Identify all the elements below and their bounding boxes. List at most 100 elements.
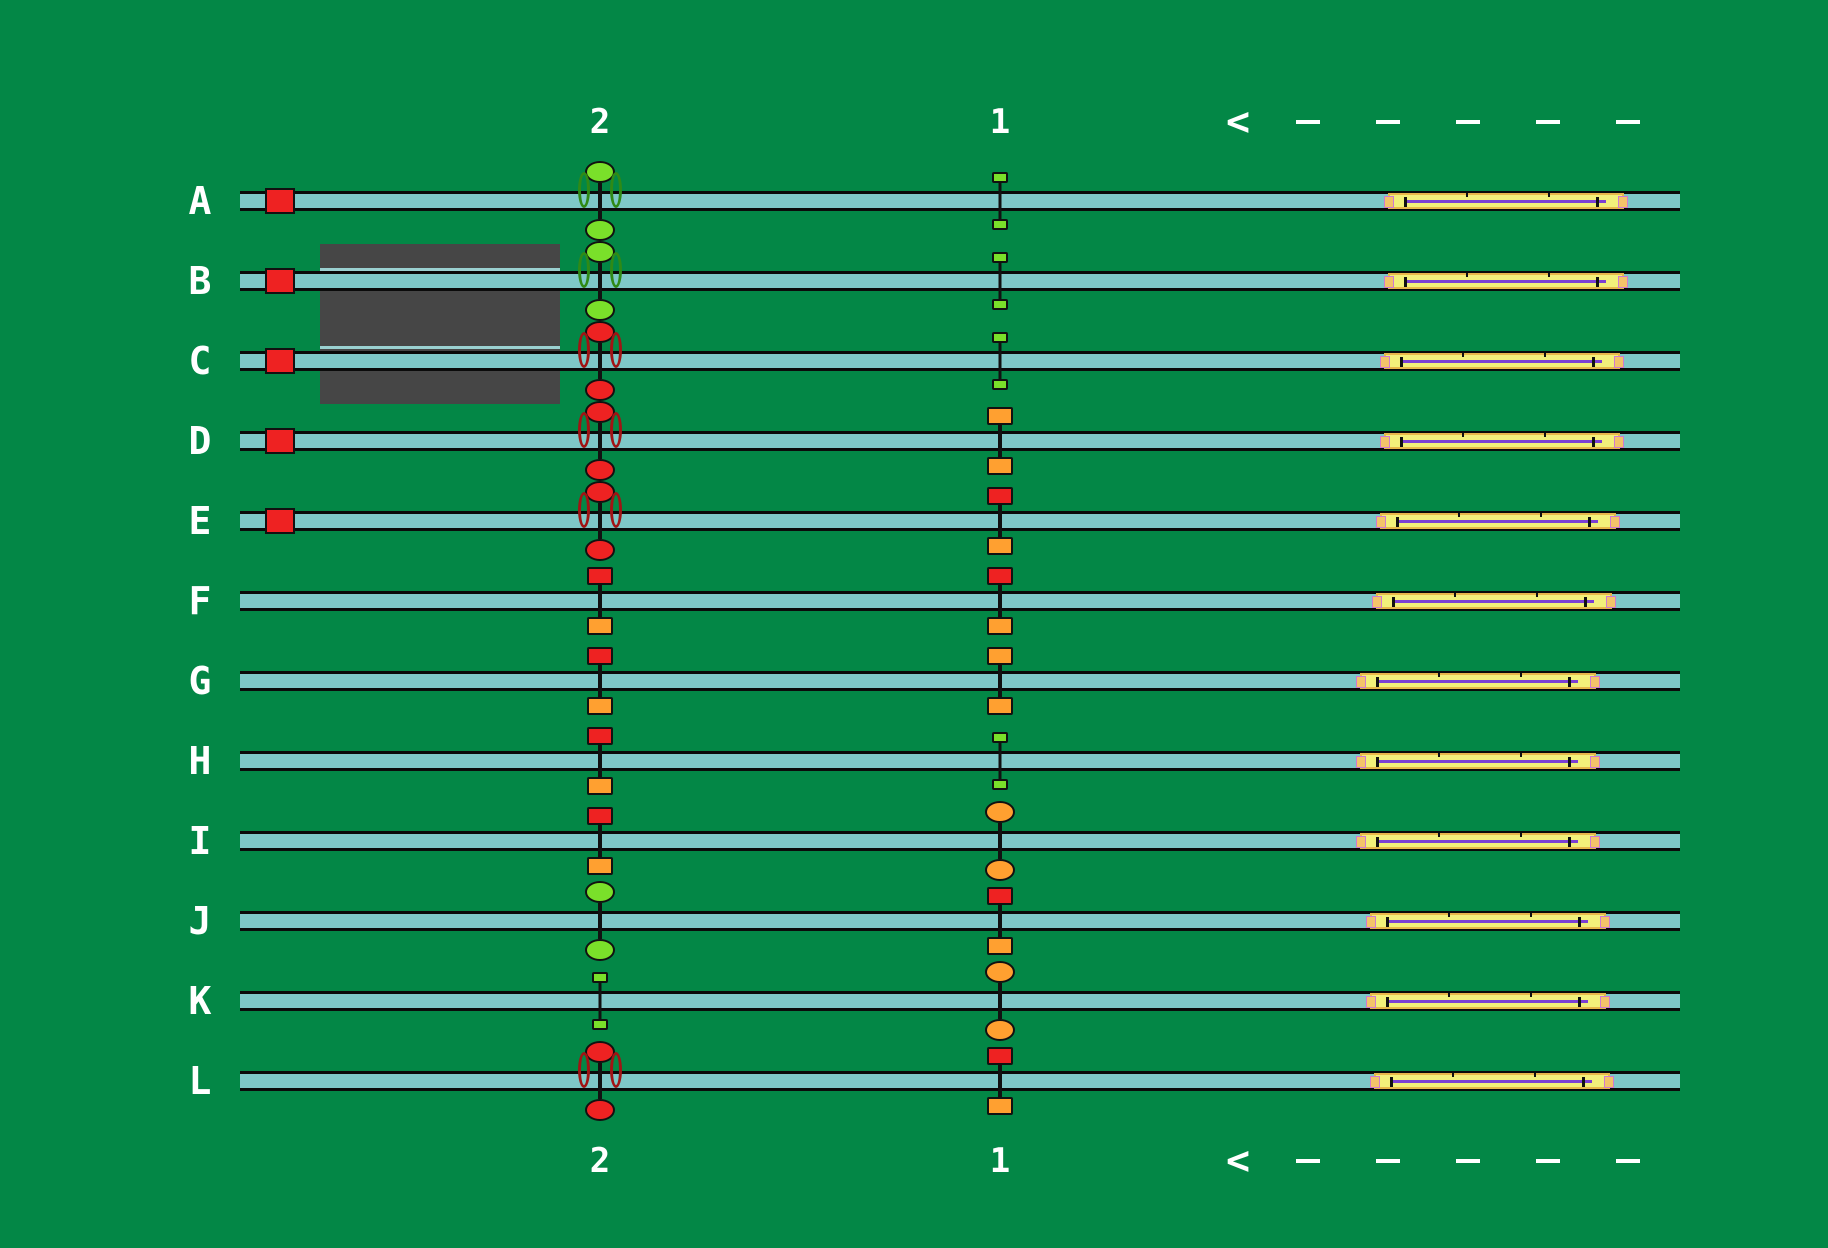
train-coupler: [1376, 677, 1379, 687]
signal-1[interactable]: [980, 732, 1020, 790]
train-icon[interactable]: [1366, 913, 1610, 929]
signal-2[interactable]: [578, 481, 622, 561]
train-nose-left: [1372, 596, 1382, 608]
train-icon[interactable]: [1384, 273, 1628, 289]
signal-2[interactable]: [578, 161, 622, 241]
signal-1-lower-lamp-icon: [992, 299, 1008, 310]
train-stripe: [1394, 600, 1594, 603]
train-coupler: [1396, 517, 1399, 527]
signal-1-upper-lamp-icon: [987, 647, 1013, 665]
train-stripe: [1402, 360, 1602, 363]
train-icon[interactable]: [1356, 673, 1600, 689]
signal-2[interactable]: [578, 401, 622, 481]
signal-2[interactable]: [580, 567, 620, 635]
train-icon[interactable]: [1376, 513, 1620, 529]
stop-marker[interactable]: [265, 428, 295, 454]
train-coupler: [1596, 277, 1599, 287]
stop-marker[interactable]: [265, 188, 295, 214]
signal-1[interactable]: [980, 567, 1020, 635]
train-icon[interactable]: [1372, 593, 1616, 609]
train-car-divider: [1530, 993, 1532, 997]
signal-1-upper-lamp-icon: [992, 172, 1008, 183]
platform-edge-line: [320, 268, 560, 271]
signal-2-lower-lamp-icon: [585, 379, 615, 401]
signal-1[interactable]: [980, 252, 1020, 310]
stop-marker[interactable]: [265, 348, 295, 374]
train-car-divider: [1454, 593, 1456, 597]
footer-dash-marker: [1536, 1159, 1560, 1163]
train-nose-left: [1356, 756, 1366, 768]
train-coupler: [1392, 597, 1395, 607]
signal-2-upper-lamp-icon: [585, 881, 615, 903]
train-car-divider: [1438, 753, 1440, 757]
stop-marker[interactable]: [265, 268, 295, 294]
signal-1-pole: [998, 263, 1002, 299]
signal-2-upper-lamp-icon: [587, 727, 613, 745]
train-nose-left: [1356, 676, 1366, 688]
signal-2-pole: [598, 1063, 602, 1099]
signal-2[interactable]: [580, 727, 620, 795]
signal-1[interactable]: [980, 487, 1020, 555]
train-coupler: [1568, 757, 1571, 767]
train-icon[interactable]: [1384, 193, 1628, 209]
train-car-divider: [1466, 273, 1468, 277]
train-nose-left: [1366, 996, 1376, 1008]
signal-1-lower-lamp-icon: [985, 859, 1015, 881]
signal-1[interactable]: [980, 887, 1020, 955]
train-car-divider: [1548, 193, 1550, 197]
train-stripe: [1392, 1080, 1592, 1083]
signal-1-pole: [998, 665, 1002, 697]
signal-1[interactable]: [980, 647, 1020, 715]
signal-1[interactable]: [980, 332, 1020, 390]
signal-2[interactable]: [580, 881, 620, 961]
signal-1-pole: [998, 505, 1002, 537]
train-icon[interactable]: [1370, 1073, 1614, 1089]
signal-2[interactable]: [578, 1041, 622, 1121]
train-car-divider: [1466, 193, 1468, 197]
stop-marker[interactable]: [265, 508, 295, 534]
signal-1-lower-lamp-icon: [987, 1097, 1013, 1115]
signal-2-pole: [598, 903, 602, 939]
signal-2[interactable]: [578, 321, 622, 401]
train-nose-right: [1590, 676, 1600, 688]
train-coupler: [1578, 997, 1581, 1007]
signal-2-wing-icon: [578, 252, 590, 288]
train-car-divider: [1530, 913, 1532, 917]
signal-1-pole: [998, 823, 1002, 859]
train-nose-right: [1606, 596, 1616, 608]
footer-dash-marker: [1296, 1159, 1320, 1163]
signal-1[interactable]: [980, 172, 1020, 230]
train-car-divider: [1448, 913, 1450, 917]
signal-1[interactable]: [980, 1047, 1020, 1115]
signal-1[interactable]: [980, 407, 1020, 475]
train-nose-left: [1370, 1076, 1380, 1088]
train-icon[interactable]: [1366, 993, 1610, 1009]
signal-2-wing-icon: [578, 332, 590, 368]
signal-1[interactable]: [980, 961, 1020, 1041]
train-nose-right: [1590, 756, 1600, 768]
signal-2-pole: [598, 423, 602, 459]
train-icon[interactable]: [1380, 353, 1624, 369]
signal-1-upper-lamp-icon: [992, 732, 1008, 743]
row-label: J: [188, 899, 212, 943]
train-coupler: [1400, 437, 1403, 447]
row-label: K: [188, 979, 212, 1023]
train-coupler: [1404, 277, 1407, 287]
signal-1-pole: [998, 743, 1002, 779]
signal-1[interactable]: [980, 801, 1020, 881]
signal-1-lower-lamp-icon: [992, 379, 1008, 390]
signal-2[interactable]: [578, 241, 622, 321]
train-car-divider: [1438, 833, 1440, 837]
row-label: A: [188, 179, 212, 223]
train-icon[interactable]: [1356, 833, 1600, 849]
train-icon[interactable]: [1380, 433, 1624, 449]
signal-2[interactable]: [580, 647, 620, 715]
train-coupler: [1568, 837, 1571, 847]
signal-2[interactable]: [580, 972, 620, 1030]
signal-2-wing-icon: [610, 172, 622, 208]
train-car-divider: [1540, 513, 1542, 517]
signal-1-lower-lamp-icon: [987, 697, 1013, 715]
train-icon[interactable]: [1356, 753, 1600, 769]
signal-2[interactable]: [580, 807, 620, 875]
train-car-divider: [1520, 753, 1522, 757]
